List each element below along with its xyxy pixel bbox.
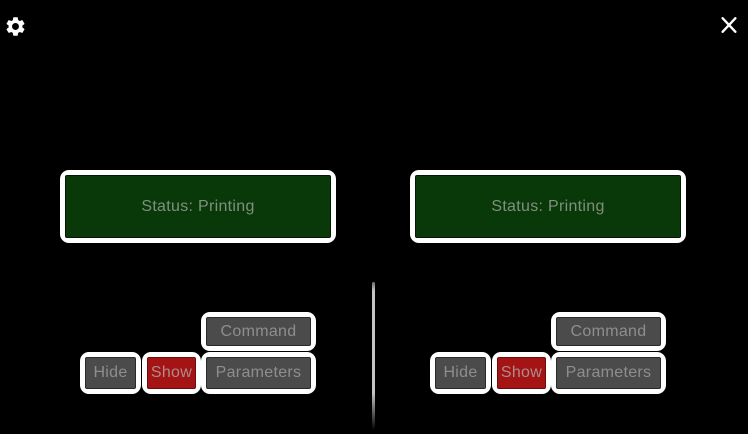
close-button[interactable] bbox=[718, 14, 740, 36]
show-button[interactable]: Show bbox=[142, 352, 201, 394]
gear-icon bbox=[4, 17, 27, 41]
status-text: Status: Printing bbox=[141, 197, 255, 215]
show-button[interactable]: Show bbox=[492, 352, 551, 394]
command-button-label: Command bbox=[556, 317, 661, 346]
hide-button-label: Hide bbox=[85, 357, 136, 389]
status-text: Status: Printing bbox=[491, 197, 605, 215]
command-button[interactable]: Command bbox=[201, 312, 316, 351]
hide-button-label: Hide bbox=[435, 357, 486, 389]
status-display: Status: Printing bbox=[410, 170, 686, 243]
status-display: Status: Printing bbox=[60, 170, 336, 243]
parameters-button-label: Parameters bbox=[206, 357, 311, 389]
command-button[interactable]: Command bbox=[551, 312, 666, 351]
hide-button[interactable]: Hide bbox=[430, 352, 491, 394]
parameters-button-label: Parameters bbox=[556, 357, 661, 389]
hide-button[interactable]: Hide bbox=[80, 352, 141, 394]
command-button-label: Command bbox=[206, 317, 311, 346]
parameters-button[interactable]: Parameters bbox=[551, 352, 666, 394]
stereo-divider bbox=[372, 282, 375, 430]
parameters-button[interactable]: Parameters bbox=[201, 352, 316, 394]
show-button-label: Show bbox=[147, 357, 196, 389]
show-button-label: Show bbox=[497, 357, 546, 389]
settings-button[interactable] bbox=[4, 15, 27, 38]
close-icon bbox=[718, 17, 740, 39]
